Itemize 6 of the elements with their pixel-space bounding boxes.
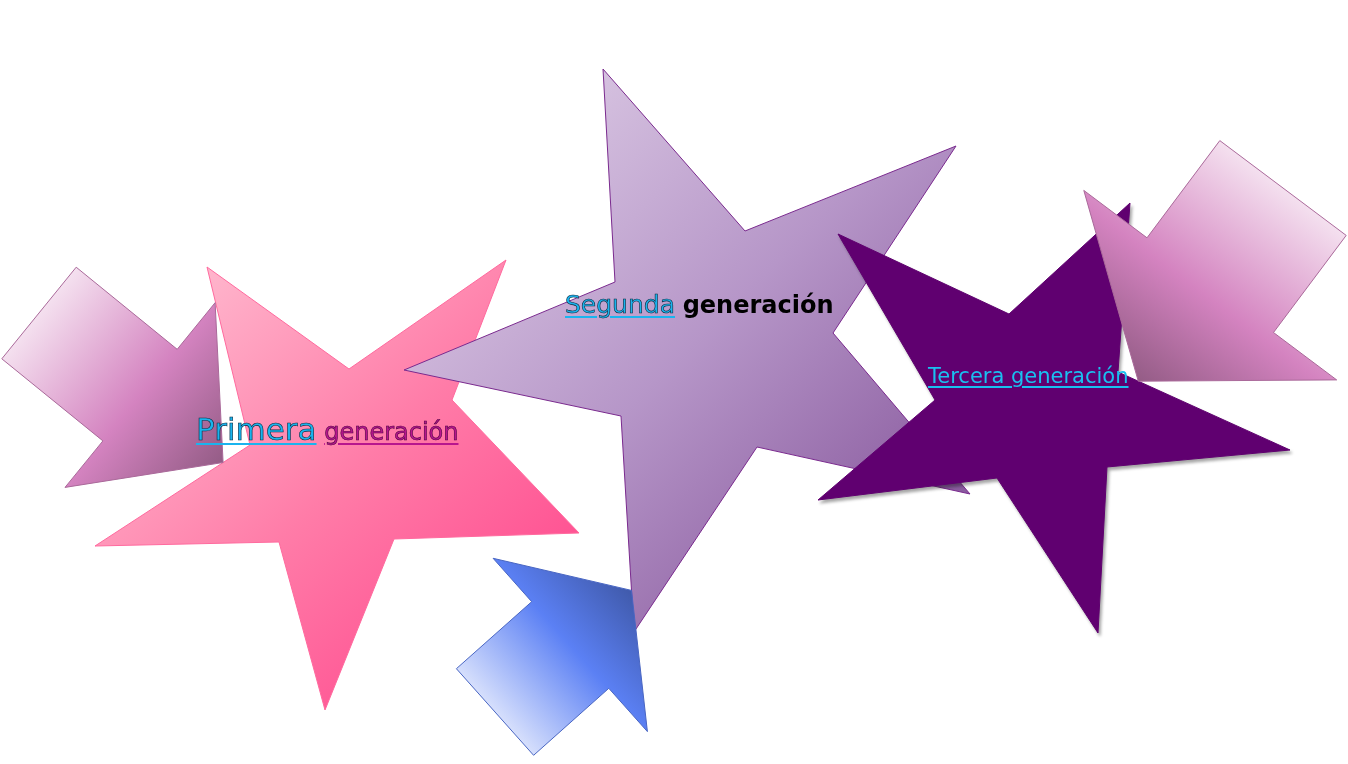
block-arrow (1, 266, 224, 488)
node-label: Primera generación (196, 412, 459, 448)
node-label: Tercera generación (928, 364, 1129, 389)
node-label: Segunda generación (565, 291, 834, 320)
block-arrow (455, 557, 648, 756)
block-arrow (1083, 140, 1347, 382)
